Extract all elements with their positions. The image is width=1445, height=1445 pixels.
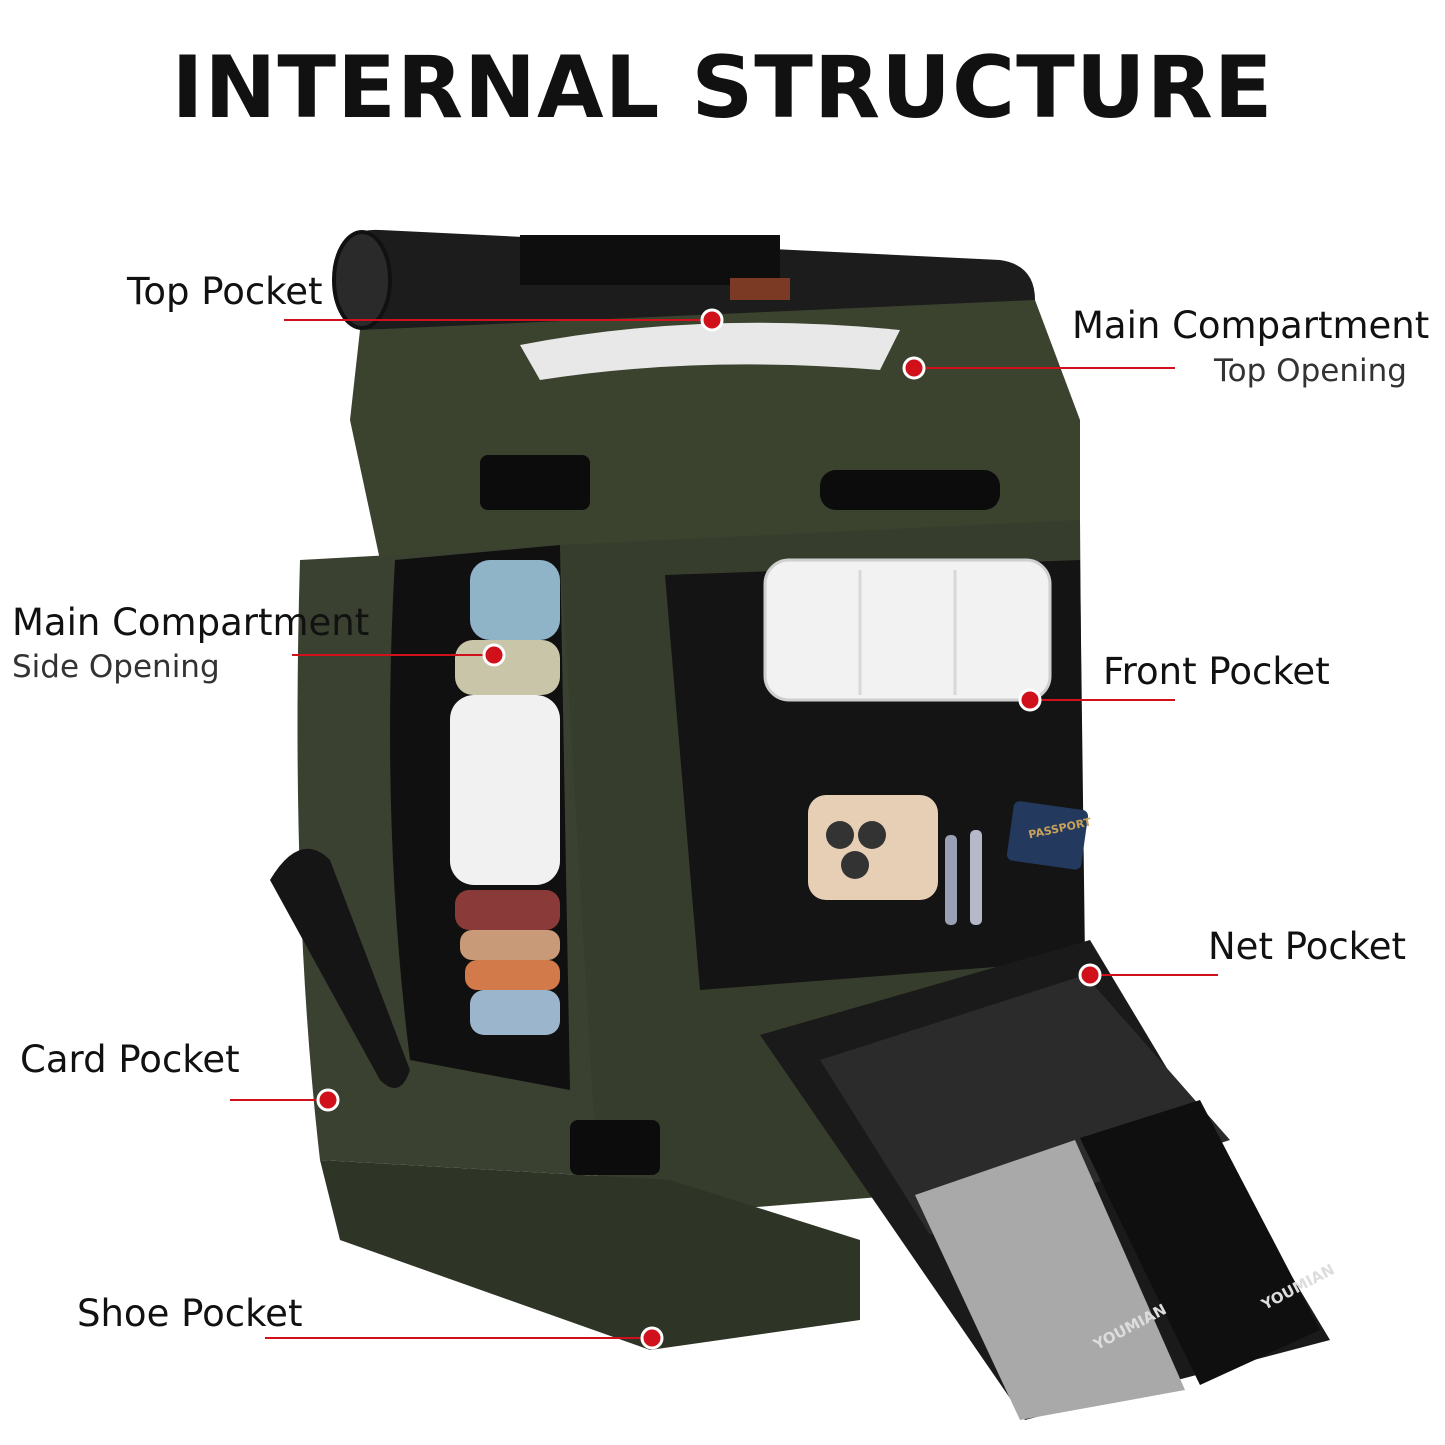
tablet (763, 558, 1052, 702)
grey-pouch (915, 1140, 1185, 1420)
top-opening-liner (520, 322, 900, 380)
callout-top-pocket: Top Pocket (127, 270, 323, 313)
callout-main-compartment-side: Main Compartment (12, 601, 370, 644)
callout-front-pocket: Front Pocket (1103, 650, 1330, 693)
folded-clothes (450, 560, 560, 1035)
black-pouch (1080, 1100, 1320, 1385)
callout-main-compartment-top-sub: Top Opening (1214, 353, 1407, 389)
callout-shoe-pocket: Shoe Pocket (77, 1292, 303, 1335)
roll-top (332, 229, 1036, 330)
compression-straps (480, 455, 1000, 1175)
callout-net-pocket: Net Pocket (1208, 925, 1407, 968)
callout-card-pocket: Card Pocket (20, 1038, 240, 1081)
page-title: INTERNAL STRUCTURE (171, 38, 1274, 138)
callout-markers (230, 308, 1218, 1350)
side-handle (270, 848, 410, 1088)
bag-bottom (320, 1160, 860, 1350)
callout-main-compartment-top: Main Compartment (1072, 304, 1430, 347)
callout-main-compartment-side-sub: Side Opening (12, 649, 220, 685)
passport (1006, 801, 1089, 870)
